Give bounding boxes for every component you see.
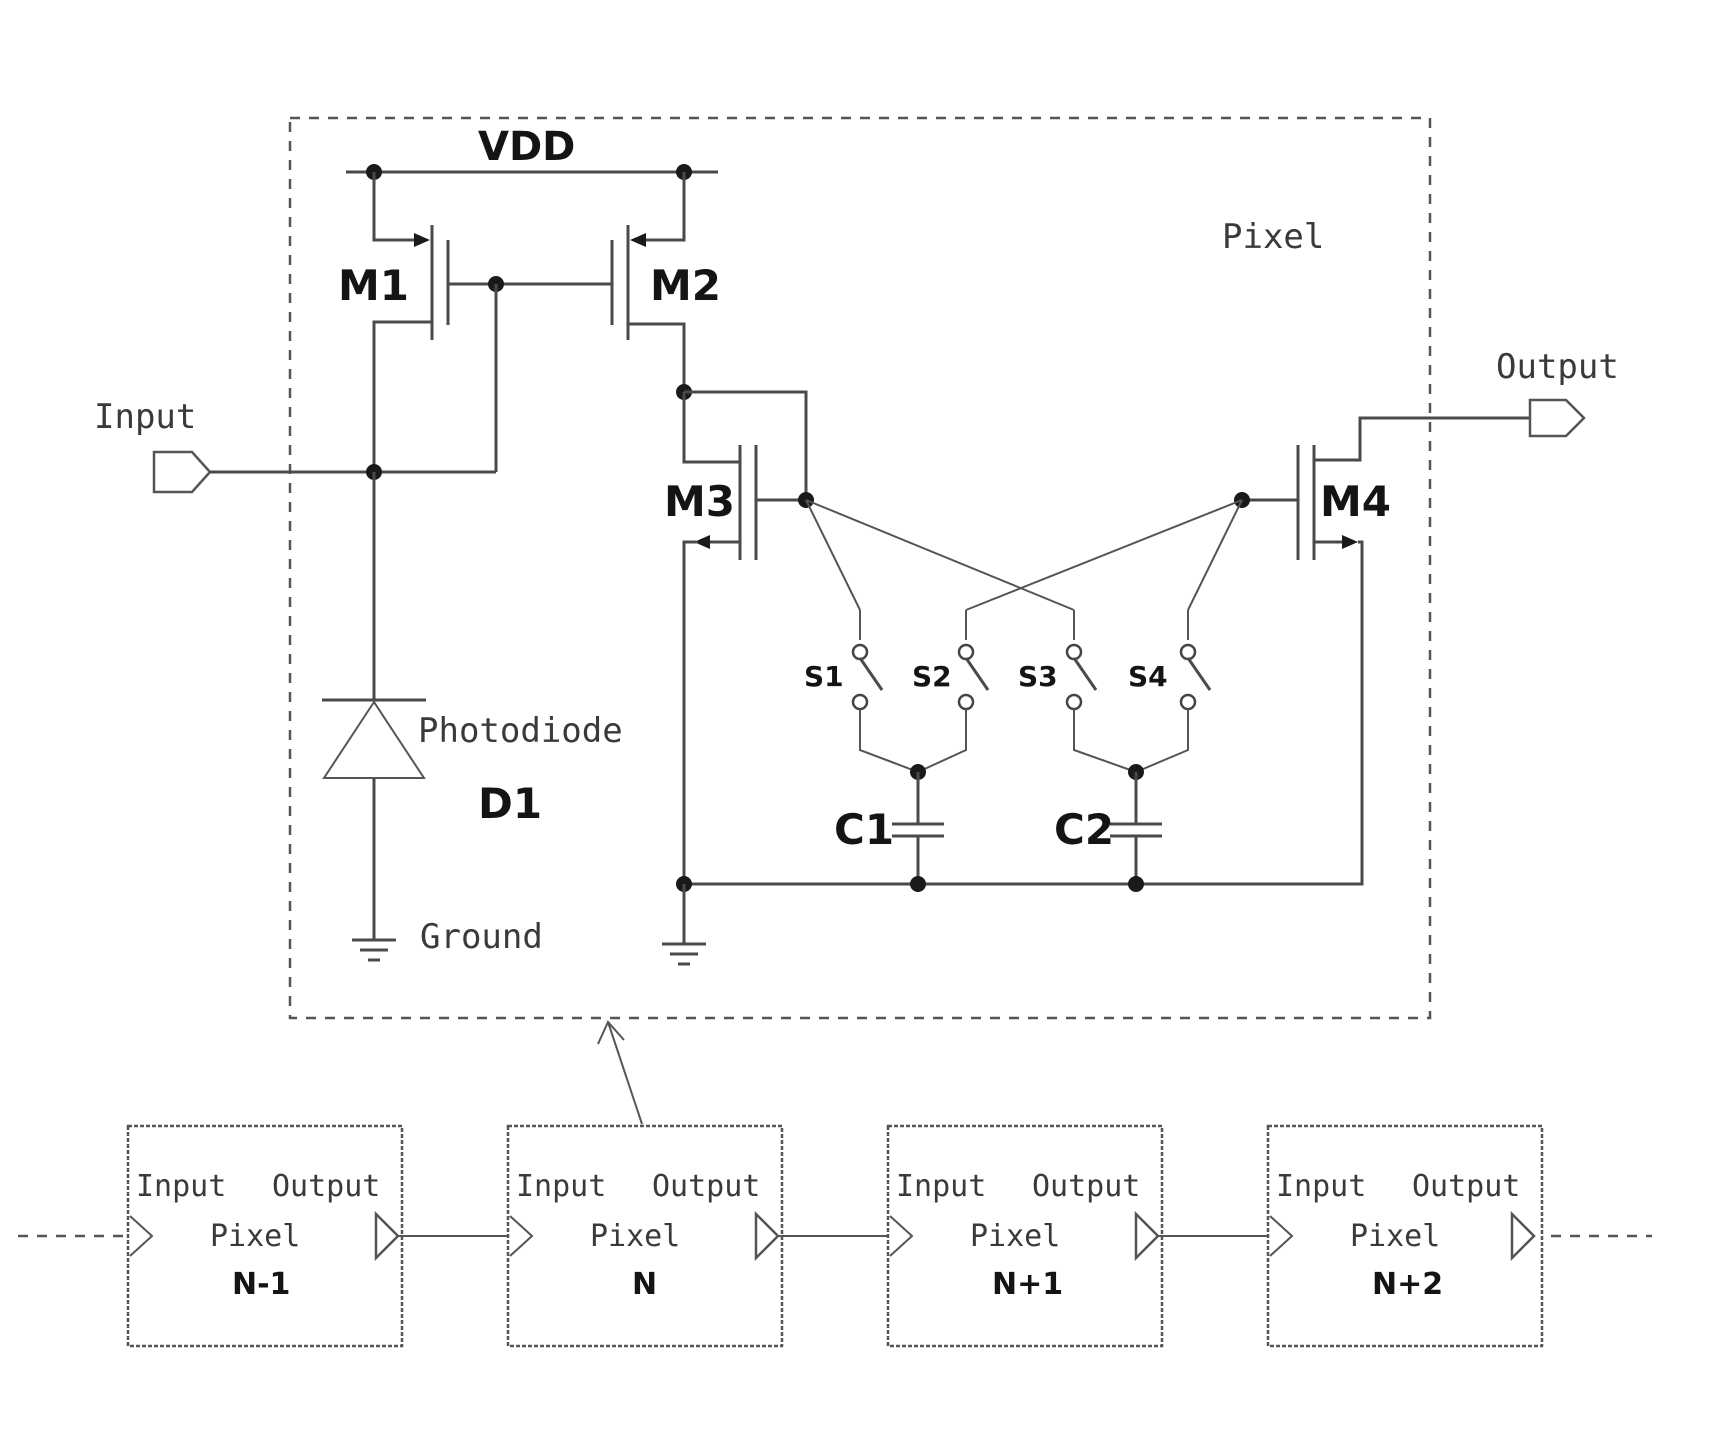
ground-symbol-right — [662, 884, 706, 964]
switch-s3: S3 — [1018, 610, 1136, 772]
rail-node-c2 — [1128, 876, 1144, 892]
input-port — [154, 452, 210, 492]
photodiode-d1: Photodiode D1 — [322, 472, 623, 940]
svg-text:Photodiode: Photodiode — [418, 711, 623, 751]
svg-text:Pixel: Pixel — [590, 1219, 680, 1254]
svg-text:S4: S4 — [1128, 660, 1168, 693]
svg-text:S3: S3 — [1018, 660, 1058, 693]
svg-text:N+1: N+1 — [992, 1267, 1063, 1302]
svg-text:Output: Output — [1032, 1169, 1140, 1204]
svg-text:M3: M3 — [664, 477, 735, 526]
pixel-box-n-minus-1: Input Output Pixel N-1 — [128, 1126, 402, 1346]
svg-text:C1: C1 — [834, 805, 894, 854]
svg-text:M1: M1 — [338, 261, 409, 310]
svg-text:M4: M4 — [1320, 477, 1391, 526]
pixel-box-n-plus-1: Input Output Pixel N+1 — [888, 1126, 1162, 1346]
output-port — [1530, 400, 1584, 436]
callout-line — [608, 1022, 642, 1124]
svg-text:D1: D1 — [478, 779, 542, 828]
input-port-label: Input — [94, 397, 196, 437]
switch-s2: S2 — [912, 610, 988, 772]
pixel-box-n: Input Output Pixel N — [508, 1126, 782, 1346]
svg-text:N: N — [632, 1267, 657, 1302]
svg-text:Output: Output — [652, 1169, 760, 1204]
svg-text:Input: Input — [896, 1169, 986, 1204]
switch-s1: S1 — [804, 610, 918, 772]
transistor-m1: M1 — [338, 172, 496, 472]
svg-text:S2: S2 — [912, 660, 952, 693]
transistor-m3: M3 — [664, 384, 806, 880]
svg-text:Output: Output — [272, 1169, 380, 1204]
pixel-label: Pixel — [1222, 217, 1324, 257]
transistor-m4: M4 — [1242, 418, 1530, 880]
svg-text:N-1: N-1 — [232, 1267, 290, 1302]
svg-text:Input: Input — [1276, 1169, 1366, 1204]
pixel-box-n-plus-2: Input Output Pixel N+2 — [1268, 1126, 1542, 1346]
rail-node-c1 — [910, 876, 926, 892]
svg-text:Input: Input — [136, 1169, 226, 1204]
wire-m4-s2 — [966, 500, 1242, 610]
bottom-rail — [684, 880, 1362, 884]
svg-text:Output: Output — [1412, 1169, 1520, 1204]
switch-s4: S4 — [1128, 610, 1210, 772]
capacitor-c2: C2 — [1054, 764, 1162, 884]
ground-label: Ground — [420, 917, 543, 957]
ground-symbol-left — [352, 940, 396, 960]
svg-text:C2: C2 — [1054, 805, 1114, 854]
svg-text:Pixel: Pixel — [1350, 1219, 1440, 1254]
capacitor-c1: C1 — [834, 764, 944, 884]
svg-text:N+2: N+2 — [1372, 1267, 1443, 1302]
output-port-label: Output — [1496, 347, 1619, 387]
wire-m4-s4 — [1188, 500, 1242, 610]
transistor-m2: M2 — [496, 172, 721, 392]
svg-text:Pixel: Pixel — [210, 1219, 300, 1254]
svg-text:S1: S1 — [804, 660, 844, 693]
wire-m3-s1 — [806, 500, 860, 610]
svg-text:M2: M2 — [650, 261, 721, 310]
vdd-label: VDD — [478, 124, 575, 170]
svg-text:Pixel: Pixel — [970, 1219, 1060, 1254]
svg-text:Input: Input — [516, 1169, 606, 1204]
wire-m3-s3 — [806, 500, 1074, 610]
